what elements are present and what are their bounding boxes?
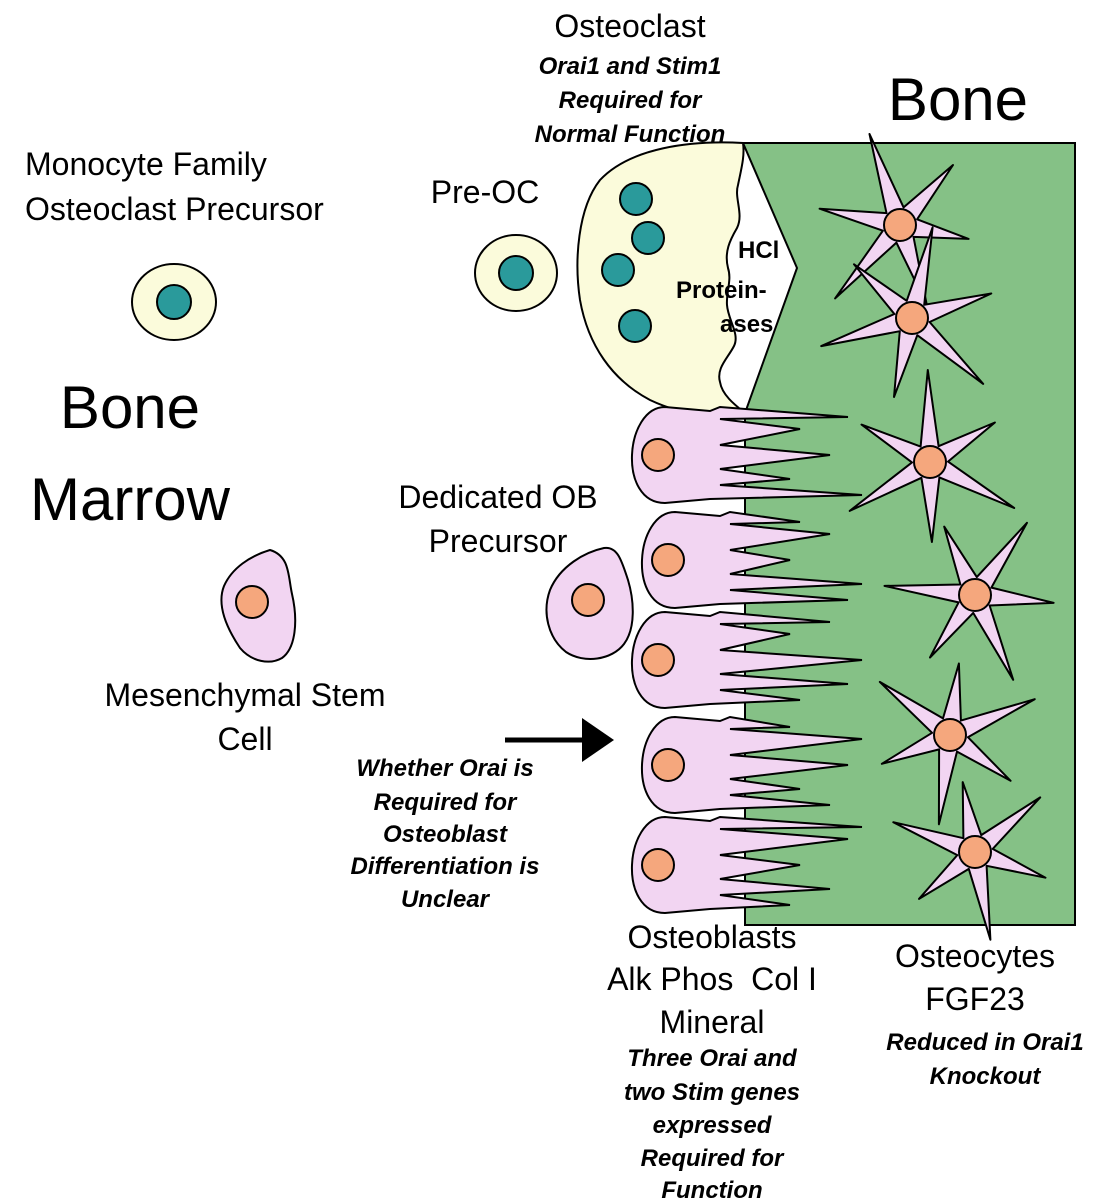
osteoblast-note-line3: expressed (653, 1112, 773, 1139)
osteocyte-nucleus (934, 719, 966, 751)
osteoblast-nucleus (652, 749, 684, 781)
ob-precursor-cell (547, 548, 633, 659)
osteocytes-label-line2: FGF23 (925, 981, 1025, 1017)
osteocyte-nucleus (959, 579, 991, 611)
osteoclast-nucleus (632, 222, 664, 254)
proteinases-label-line1: Protein- (676, 277, 767, 304)
msc-label-line1: Mesenchymal Stem (105, 677, 386, 713)
osteoblast-nucleus (642, 439, 674, 471)
monocyte-label-line1: Monocyte Family (25, 146, 267, 182)
msc-label-line2: Cell (217, 721, 272, 757)
osteoclast-note-line1: Orai1 and Stim1 (539, 53, 722, 80)
osteoclast-nucleus (619, 310, 651, 342)
osteocyte-nucleus (914, 446, 946, 478)
bone-marrow-title-line2: Marrow (30, 466, 231, 533)
osteoblast-note-line1: Three Orai and (627, 1045, 798, 1072)
osteocyte-note-line1: Reduced in Orai1 (886, 1029, 1083, 1056)
osteocytes-label-line1: Osteocytes (895, 938, 1055, 974)
pre-oc-cell (475, 235, 557, 311)
bone-title: Bone (888, 66, 1028, 133)
monocyte-label-line2: Osteoclast Precursor (25, 191, 324, 227)
orai-unclear-line2: Required for (374, 789, 518, 816)
ob-precursor-label-line2: Precursor (429, 523, 568, 559)
orai-unclear-line3: Osteoblast (383, 821, 508, 848)
osteoblast-nucleus (642, 644, 674, 676)
osteocyte-nucleus (896, 302, 928, 334)
osteocyte-note-line2: Knockout (930, 1063, 1042, 1090)
osteoblast-note-line5: Function (661, 1177, 762, 1203)
osteoclast-nucleus (602, 254, 634, 286)
monocyte-precursor-cell (132, 264, 216, 340)
osteoclast-note-line2: Required for (559, 87, 703, 114)
osteocyte-nucleus (884, 209, 916, 241)
osteoblasts-label-line2: Alk Phos Col I (607, 961, 817, 997)
proteinases-label-line2: ases (720, 311, 773, 338)
ob-precursor-label-line1: Dedicated OB (398, 479, 597, 515)
osteoblast-nucleus (652, 544, 684, 576)
orai-unclear-line1: Whether Orai is (356, 755, 533, 782)
osteoblast-note-line4: Required for (641, 1145, 785, 1172)
osteoclast-label: Osteoclast (554, 8, 705, 44)
orai-unclear-line5: Unclear (401, 886, 491, 913)
mesenchymal-stem-cell (221, 550, 295, 662)
osteocyte-nucleus (959, 836, 991, 868)
osteoblasts-label-line3: Mineral (660, 1004, 765, 1040)
pre-oc-label: Pre-OC (431, 174, 539, 210)
osteoclast-nucleus (620, 183, 652, 215)
osteoblast-nucleus (642, 849, 674, 881)
osteoclast-note-line3: Normal Function (535, 121, 726, 148)
osteoblast-note-line2: two Stim genes (624, 1079, 800, 1106)
orai-unclear-line4: Differentiation is (351, 853, 540, 880)
bone-marrow-title-line1: Bone (60, 374, 200, 441)
osteoblasts-label-line1: Osteoblasts (628, 919, 797, 955)
hcl-label: HCl (738, 237, 779, 264)
